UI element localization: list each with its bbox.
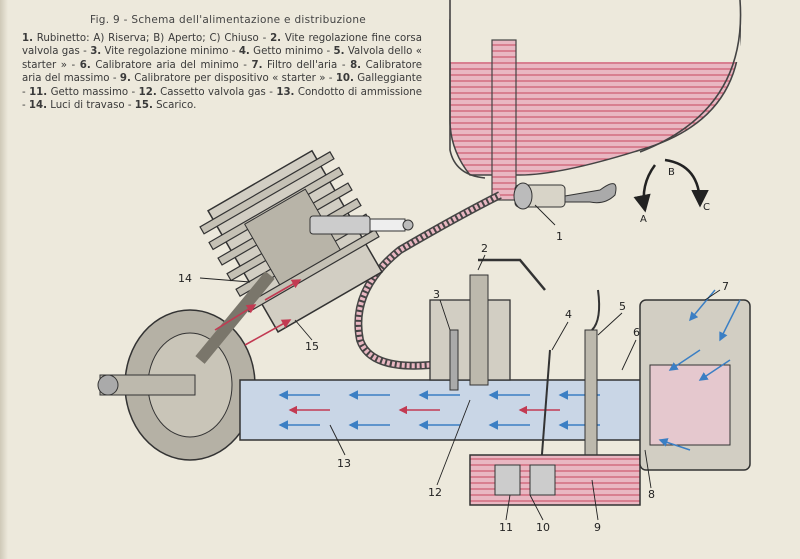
callout-4: 4	[565, 308, 572, 321]
throttle-slide	[469, 274, 489, 386]
callout-13: 13	[337, 457, 351, 470]
fuel-line-flow	[355, 192, 502, 369]
callout-6: 6	[633, 326, 640, 339]
callout-14: 14	[178, 272, 192, 285]
legend-item-text: Filtro dell'aria -	[262, 59, 351, 71]
legend-item-text: Valvola dello « starter » -	[22, 46, 423, 71]
callout-10: 10	[536, 521, 550, 534]
legend-item-number: 8.	[350, 59, 362, 71]
tap-rotation-arrows: A B C	[633, 158, 710, 225]
tank-fuel-pipe	[491, 39, 517, 201]
engine-cylinder	[199, 149, 383, 333]
leader-lines	[199, 204, 721, 521]
callout-1: 1	[556, 230, 563, 243]
fuel-tap	[513, 182, 617, 210]
legend-item-text: Condotto di ammissione -	[22, 86, 422, 112]
legend-item-number: 13.	[276, 86, 295, 98]
throttle-lever	[478, 258, 546, 291]
legend-item-number: 15.	[134, 100, 153, 112]
callout-numbers: 1 2 3 4 5 6 7 8 9 10 11 12 13 14 15	[178, 230, 729, 534]
legend-item-text: Luci di travaso -	[46, 100, 135, 112]
legend-item-text: Vite regolazione minimo -	[101, 46, 239, 58]
legend-item-number: 1.	[22, 33, 33, 44]
callout-7: 7	[722, 280, 729, 293]
legend-item-number: 11.	[29, 86, 48, 98]
legend-item-text: Calibratore aria del minimo -	[90, 59, 252, 71]
legend-item-number: 10.	[335, 73, 354, 85]
idle-screw	[449, 329, 459, 391]
float-right	[529, 464, 556, 496]
tap-position-b: B	[668, 167, 675, 178]
legend-item-number: 3.	[90, 46, 102, 58]
legend-item-text: Getto minimo -	[249, 46, 334, 58]
page-fold-shadow	[0, 0, 8, 559]
callout-5: 5	[619, 300, 626, 313]
legend-item-text: Scarico.	[152, 100, 197, 112]
figure-legend: 1. Rubinetto: A) Riserva; B) Aperto; C) …	[22, 32, 422, 112]
legend-item-text: Getto massimo -	[47, 86, 139, 98]
legend-item-text: Vite regolazione fine corsa valvola gas …	[22, 33, 422, 58]
crankcase	[97, 309, 256, 461]
legend-item-number: 9.	[119, 73, 131, 85]
figure-title: Fig. 9 - Schema dell'alimentazione e dis…	[90, 14, 367, 26]
legend-item-number: 6.	[79, 59, 91, 71]
legend-item-number: 12.	[138, 86, 157, 98]
transfer-port-flow	[214, 279, 302, 346]
legend-item-text: Cassetto valvola gas -	[156, 86, 277, 98]
callout-2: 2	[481, 242, 488, 255]
spark-plug	[309, 215, 414, 235]
figure-caption: Fig. 9 - Schema dell'alimentazione e dis…	[22, 14, 422, 112]
legend-item-number: 4.	[238, 46, 250, 58]
legend-item-text: Galleggiante -	[22, 73, 423, 98]
legend-item-number: 2.	[270, 33, 282, 44]
callout-9: 9	[594, 521, 601, 534]
callout-12: 12	[428, 486, 442, 499]
tap-position-c: C	[703, 202, 710, 213]
fuel-tank	[449, 0, 742, 201]
air-filter	[639, 289, 751, 471]
callout-11: 11	[499, 521, 513, 534]
tap-position-a: A	[640, 214, 647, 225]
float	[494, 464, 521, 496]
callout-15: 15	[305, 340, 319, 353]
legend-item-number: 7.	[251, 59, 263, 71]
float-bowl	[469, 454, 641, 506]
callout-8: 8	[648, 488, 655, 501]
legend-item-text: Rubinetto: A) Riserva; B) Aperto; C) Chi…	[32, 33, 271, 44]
callout-3: 3	[433, 288, 440, 301]
carburettor	[429, 258, 601, 481]
filter-element	[649, 364, 731, 446]
legend-item-text: Calibratore aria del massimo -	[22, 59, 422, 85]
legend-item-text: Calibratore per dispositivo « starter » …	[130, 73, 336, 85]
legend-item-number: 14.	[28, 100, 47, 112]
legend-item-number: 5.	[333, 46, 345, 58]
